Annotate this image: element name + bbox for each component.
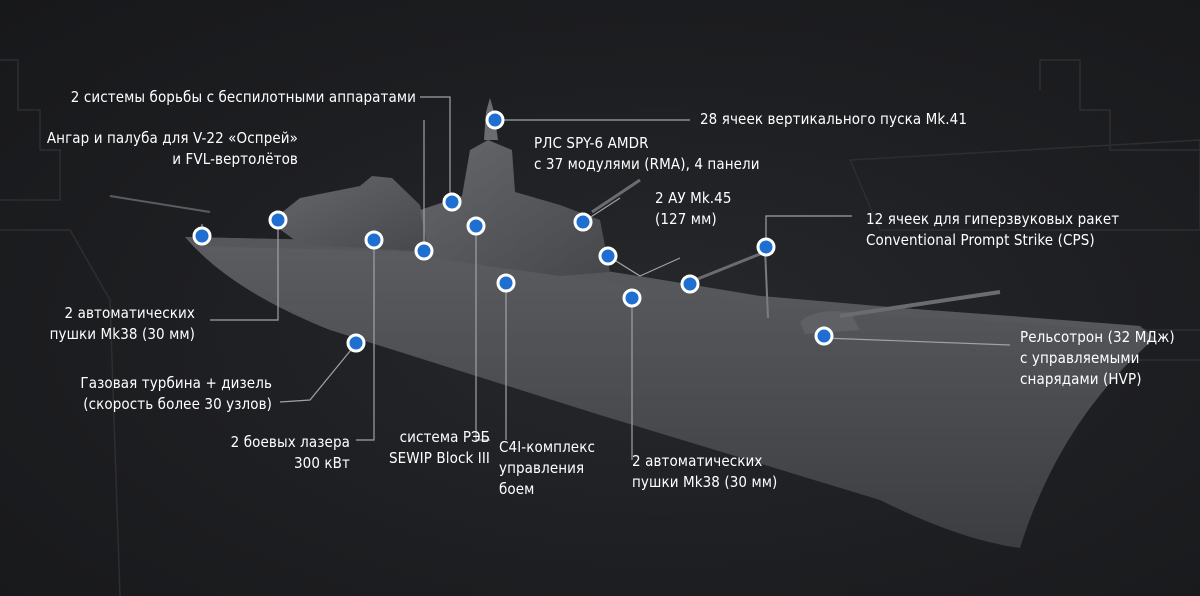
callout-turbine-line-1: Газовая турбина + дизель xyxy=(80,374,272,392)
callout-ew: система РЭБ SEWIP Block III xyxy=(360,427,490,469)
callout-mk45-line-2: (127 мм) xyxy=(655,210,717,228)
callout-mk38-left: 2 автоматических пушки Mk38 (30 мм) xyxy=(20,303,195,345)
callout-cps: 12 ячеек для гиперзвуковых ракет Convent… xyxy=(866,209,1119,251)
callout-hangar: Ангар и палуба для V-22 «Оспрей» и FVL-в… xyxy=(10,128,298,170)
marker-mk38-left xyxy=(268,210,288,230)
callout-c4i-line-3: боем xyxy=(499,480,535,498)
callout-turbine: Газовая турбина + дизель (скорость более… xyxy=(30,373,272,415)
marker-drones-aft xyxy=(414,241,434,261)
callout-drones: 2 системы борьбы с беспилотными аппарата… xyxy=(40,87,416,108)
marker-turbine xyxy=(346,333,366,353)
background-silhouettes xyxy=(0,59,1200,596)
markers xyxy=(192,110,834,353)
marker-radar xyxy=(573,212,593,232)
callout-vls-line: 28 ячеек вертикального пуска Mk.41 xyxy=(700,110,968,128)
superstructure-aft xyxy=(270,176,430,252)
callout-radar: РЛС SPY-6 AMDR с 37 модулями (RMA), 4 па… xyxy=(534,133,760,175)
callout-drones-line: 2 системы борьбы с беспилотными аппарата… xyxy=(70,88,416,106)
callout-turbine-line-2: (скорость более 30 узлов) xyxy=(83,395,272,413)
callout-cps-line-2: Conventional Prompt Strike (CPS) xyxy=(866,231,1095,249)
callout-c4i-line-1: C4I-комплекс xyxy=(499,438,595,456)
marker-c4i xyxy=(496,273,516,293)
callout-mk38-right-line-1: 2 автоматических xyxy=(632,452,763,470)
marker-railgun xyxy=(814,326,834,346)
callout-ew-line-1: система РЭБ xyxy=(399,428,490,446)
callout-railgun-line-3: снарядами (HVP) xyxy=(1020,370,1142,388)
callout-cps-line-1: 12 ячеек для гиперзвуковых ракет xyxy=(866,210,1120,228)
gun-barrel xyxy=(839,290,1001,318)
antenna xyxy=(764,247,769,319)
callout-mk38-left-line-1: 2 автоматических xyxy=(64,304,195,322)
callout-railgun-line-1: Рельсотрон (32 МДж) xyxy=(1020,328,1175,346)
callout-radar-line-1: РЛС SPY-6 AMDR xyxy=(534,134,649,152)
marker-mk45-a xyxy=(598,246,618,266)
callout-mk45: 2 АУ Mk.45 (127 мм) xyxy=(655,188,732,230)
marker-mk45-b xyxy=(680,274,700,294)
callout-mk38-left-line-2: пушки Mk38 (30 мм) xyxy=(49,325,195,343)
callout-c4i-line-2: управления xyxy=(499,459,585,477)
marker-cps xyxy=(756,237,776,257)
callout-lasers: 2 боевых лазера 300 кВт xyxy=(180,432,350,474)
marker-mk38-right xyxy=(622,288,642,308)
callout-c4i: C4I-комплекс управления боем xyxy=(499,437,595,500)
leader-lines xyxy=(201,96,1011,460)
aft-line xyxy=(109,195,211,213)
callout-railgun: Рельсотрон (32 МДж) с управляемыми снаря… xyxy=(1020,327,1175,390)
callout-radar-line-2: с 37 модулями (RMA), 4 панели xyxy=(534,155,760,173)
marker-ew xyxy=(466,216,486,236)
marker-vls xyxy=(485,110,505,130)
gun-barrel-2 xyxy=(689,248,771,284)
callout-vls: 28 ячеек вертикального пуска Mk.41 xyxy=(700,109,967,130)
radar-arm xyxy=(591,178,641,214)
marker-lasers xyxy=(364,230,384,250)
callout-hangar-line-2: и FVL-вертолётов xyxy=(172,150,298,168)
callout-mk38-right: 2 автоматических пушки Mk38 (30 мм) xyxy=(632,451,777,493)
callout-railgun-line-2: с управляемыми xyxy=(1020,349,1140,367)
callout-mk45-line-1: 2 АУ Mk.45 xyxy=(655,189,732,207)
callout-lasers-line-2: 300 кВт xyxy=(293,454,350,472)
marker-hangar xyxy=(192,226,212,246)
callout-ew-line-2: SEWIP Block III xyxy=(388,449,490,467)
superstructure-main xyxy=(420,140,610,276)
callout-lasers-line-1: 2 боевых лазера xyxy=(230,433,350,451)
callout-hangar-line-1: Ангар и палуба для V-22 «Оспрей» xyxy=(46,129,298,147)
callout-mk38-right-line-2: пушки Mk38 (30 мм) xyxy=(632,473,778,491)
marker-drones-fwd xyxy=(442,192,462,212)
